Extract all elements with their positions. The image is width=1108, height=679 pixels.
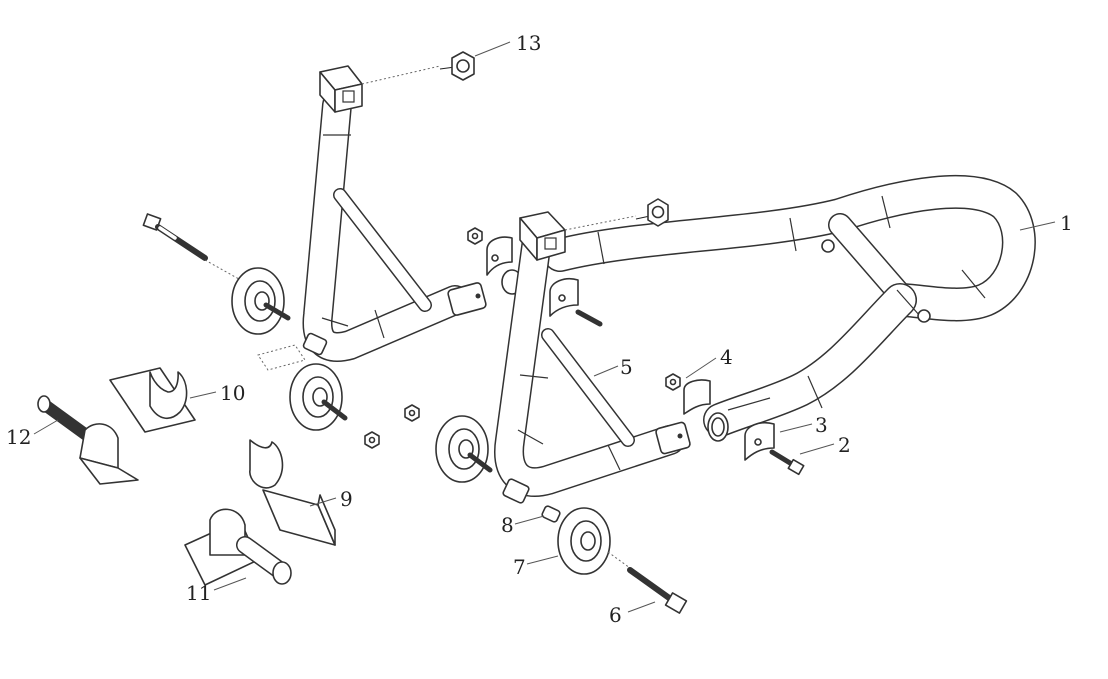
wheel-upper-left [231,267,291,335]
callout-4: 4 [720,345,733,369]
part-2-bolt [769,449,805,476]
bracket-mid [549,277,603,327]
callout-12: 12 [6,425,31,449]
part-4-nut [665,373,681,391]
part-10-fork-saddle [109,367,196,433]
callout-labels: 13 1 5 4 3 2 10 12 9 8 7 6 11 [6,31,1073,627]
nut-middle [404,404,420,422]
callout-2: 2 [838,433,851,457]
part-12-l-pin [37,395,139,485]
part-8-bushing [541,505,561,523]
bolt-top-left [142,213,263,293]
part-13-knob-top [361,51,475,85]
callout-11: 11 [186,581,211,605]
callout-10: 10 [220,381,245,405]
wheel-right-inner [435,415,493,483]
part-3-bracket [744,421,775,461]
nut-middle-left [364,431,380,449]
callout-5: 5 [620,355,633,379]
callout-8: 8 [501,513,514,537]
wheel-middle [257,344,348,431]
part-9-fork-adapter [249,439,336,546]
part-11-l-pin [184,508,292,586]
leader-lines [33,41,1056,613]
callout-7: 7 [513,555,526,579]
part-13-knob-right [564,198,669,231]
part-1-main-frame [501,174,1036,442]
left-upright [302,65,487,362]
callout-13: 13 [516,31,541,55]
part-5-right-upright [494,211,691,504]
callout-9: 9 [340,487,353,511]
bracket-upper [486,236,513,276]
callout-6: 6 [609,603,622,627]
part-7-wheel [557,507,611,575]
callout-3: 3 [815,413,828,437]
bracket-upper-right [683,379,711,415]
part-6-axle-bolt [607,551,688,614]
callout-1: 1 [1060,211,1073,235]
nut-upper [467,227,483,245]
